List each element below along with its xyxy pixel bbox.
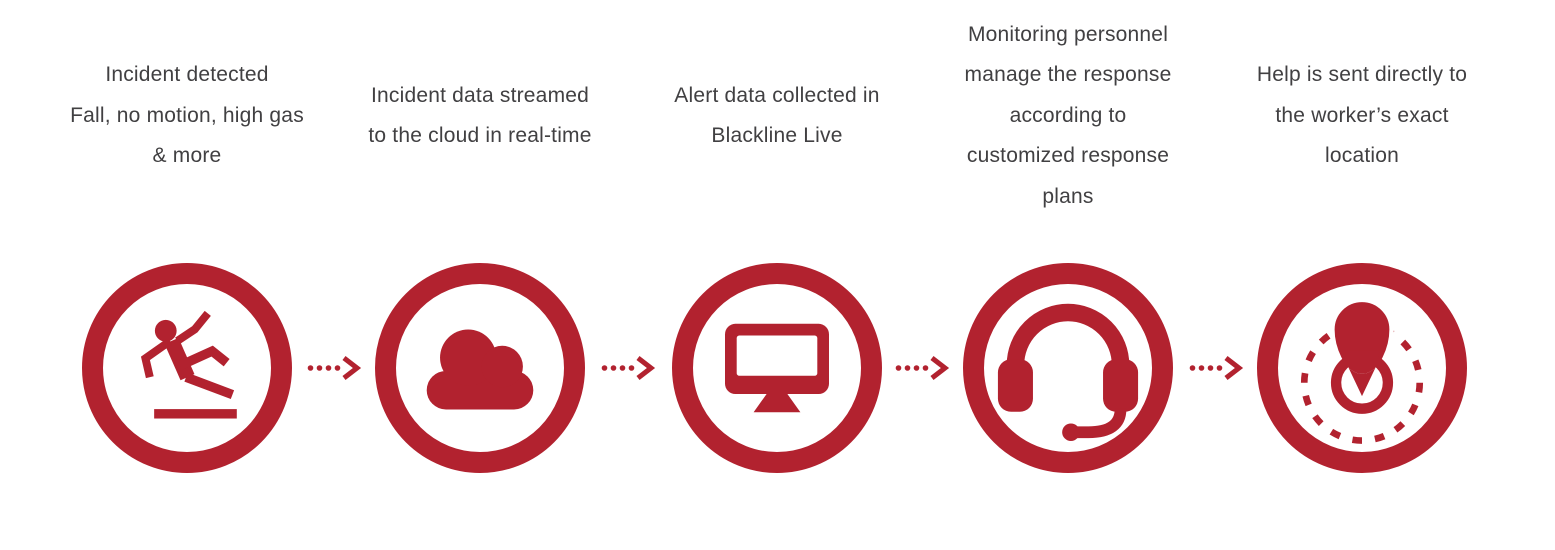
step-2-badge (375, 263, 585, 473)
label-line: manage the response (964, 63, 1172, 87)
step-1-label: Incident detected Fall, no motion, high … (47, 0, 327, 232)
label-line: Help is sent directly to (1256, 63, 1468, 87)
label-line: Monitoring personnel (967, 22, 1169, 46)
step-5-label: Help is sent directly to the worker’s ex… (1222, 0, 1502, 232)
flow-arrow (1189, 356, 1244, 380)
label-line: Alert data collected in (674, 83, 880, 107)
label-line: Incident data streamed (370, 83, 590, 107)
location-pin-icon (1300, 297, 1424, 444)
label-line: to the cloud in real-time (368, 124, 592, 147)
flow-arrow (895, 356, 950, 380)
label-line: Incident detected (105, 63, 269, 87)
cloud-icon (426, 329, 534, 410)
step-4-badge (963, 263, 1173, 473)
step-3-badge (672, 263, 882, 473)
label-line: the worker’s exact (1275, 103, 1449, 127)
label-line: Fall, no motion, high gas (70, 103, 304, 127)
label-line: & more (152, 144, 222, 168)
flow-arrow (307, 356, 362, 380)
step-5-badge (1257, 263, 1467, 473)
step-4-label: Monitoring personnel manage the response… (928, 0, 1208, 232)
label-line: according to (1009, 103, 1127, 127)
step-1-badge (82, 263, 292, 473)
step-2-label: Incident data streamed to the cloud in r… (340, 0, 620, 232)
person-slipping-icon (140, 310, 237, 419)
step-3-label: Alert data collected in Blackline Live (637, 0, 917, 232)
label-line: plans (1042, 184, 1094, 208)
headset-icon (997, 303, 1139, 441)
label-line: location (1325, 144, 1399, 168)
flow-arrow (601, 356, 656, 380)
label-line: Blackline Live (711, 124, 843, 147)
monitor-icon (725, 323, 829, 413)
label-line: customized response (966, 144, 1170, 168)
